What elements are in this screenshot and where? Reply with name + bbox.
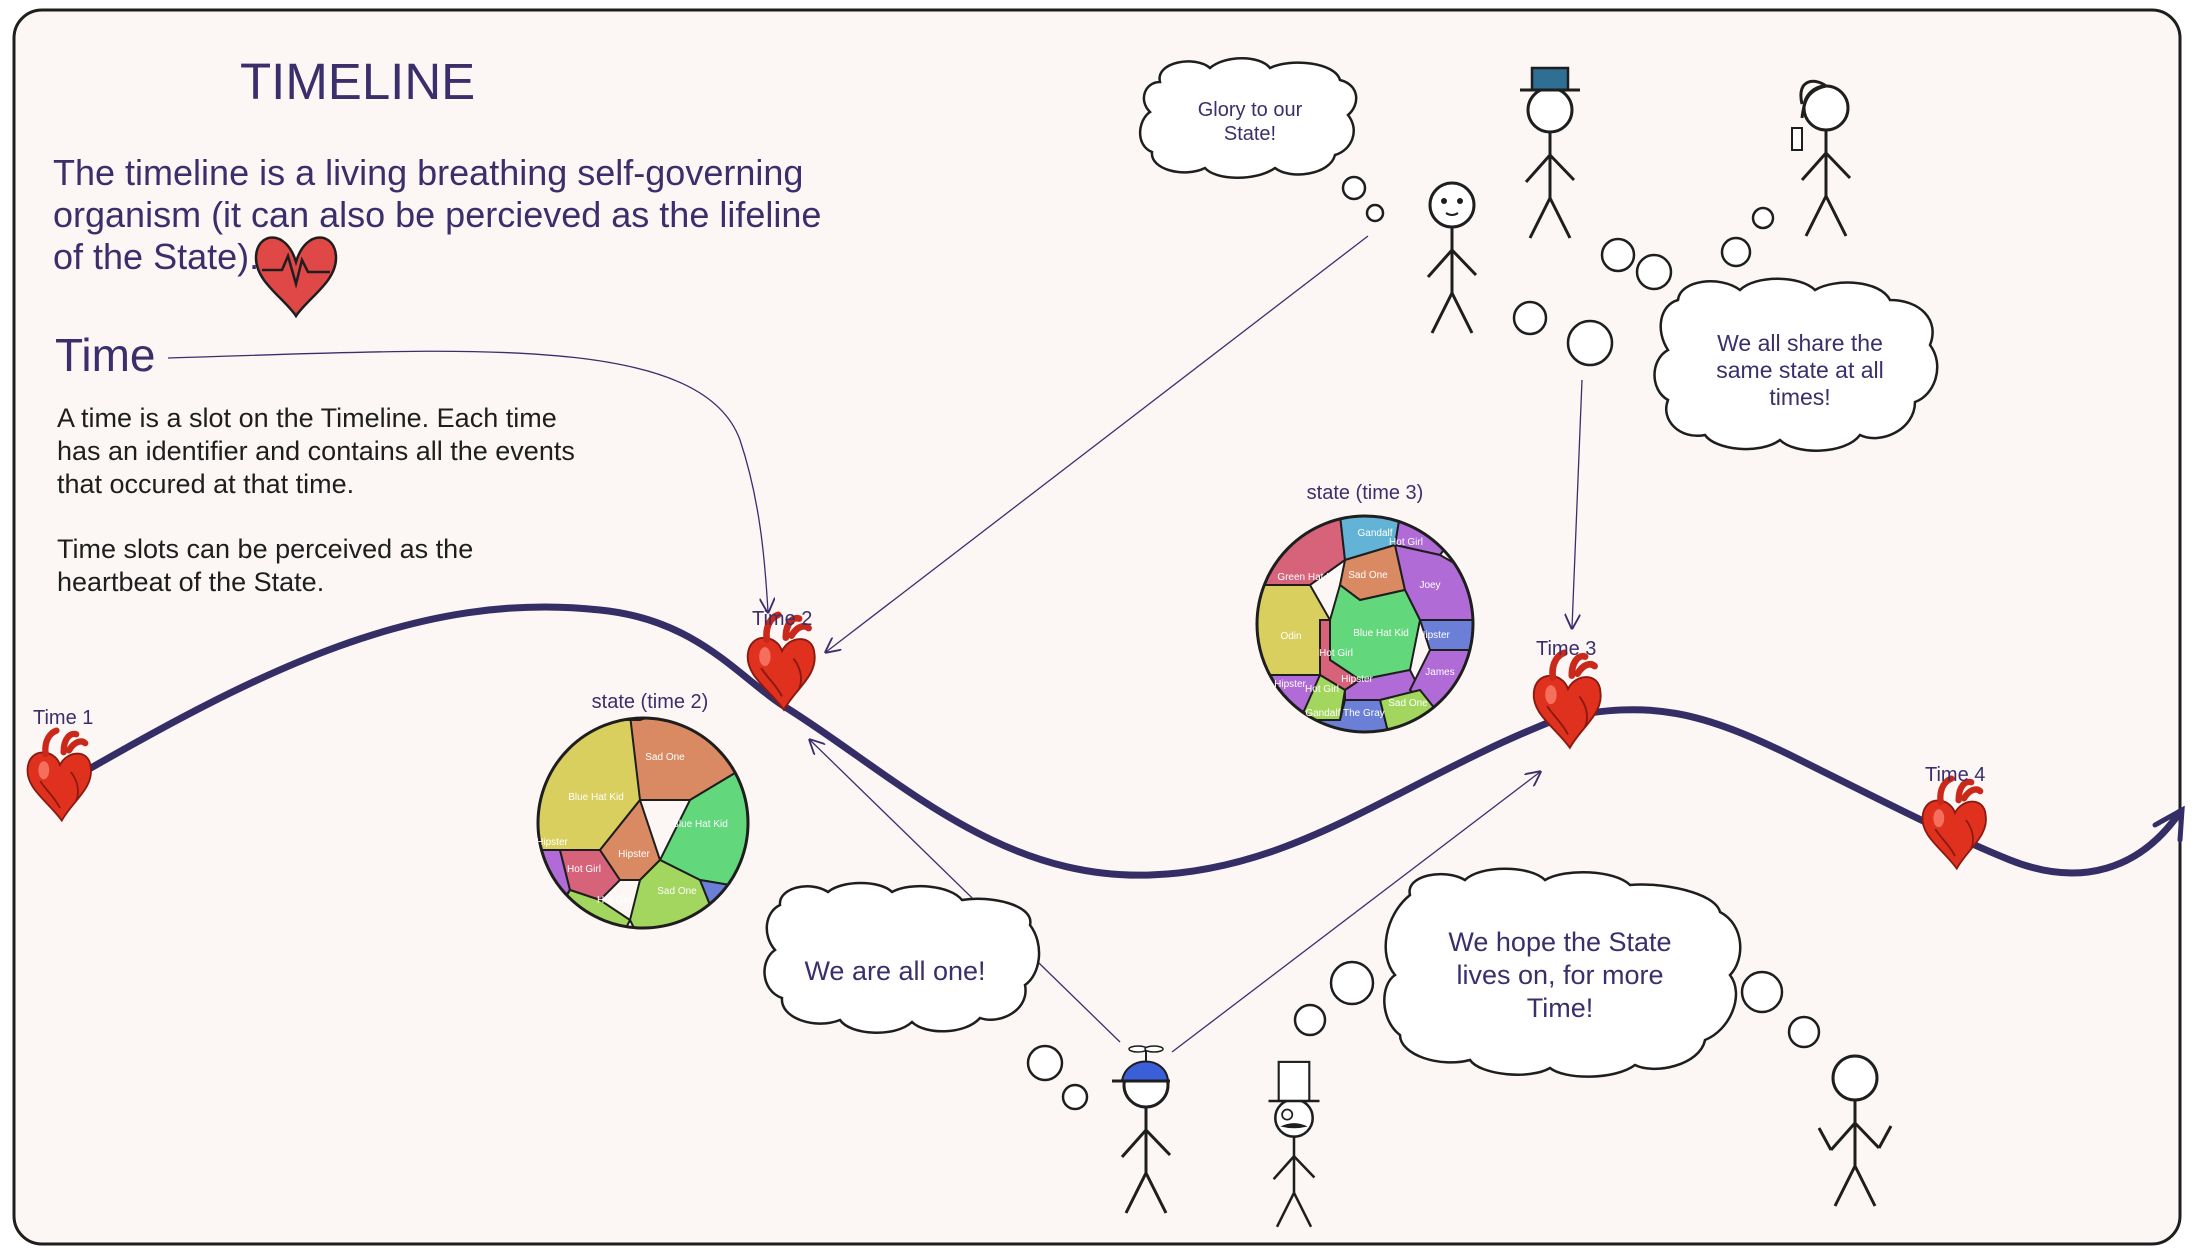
voronoi2-label-5: Hot Girl (567, 864, 601, 875)
time-description-p2: Time slots can be perceived as the heart… (57, 534, 474, 597)
voronoi3-label-0: Gandalf (1357, 528, 1392, 539)
stick-figure-phone (1791, 79, 1852, 238)
time-heading: Time (55, 329, 156, 381)
speech-share: We all share the same state at all times… (1716, 330, 1884, 410)
voronoi3-label-2: Green Hat Kid (1277, 572, 1340, 583)
time-label-1: Time 1 (33, 707, 93, 729)
arrow-glory-to-time2 (826, 235, 1369, 652)
arrow-kid-to-time3 (1171, 772, 1540, 1053)
voronoi2-label-7: Sad One (657, 886, 697, 897)
voronoi3-label-9: Hipster (1274, 679, 1306, 690)
state-label-time3: state (time 3) (1307, 482, 1424, 504)
speech-hope: We hope the State lives on, for more Tim… (1448, 927, 1672, 1023)
voronoi3-label-5: Odin (1280, 631, 1301, 642)
heartbeat-icon (254, 236, 338, 319)
cloud-glory (1138, 57, 1385, 223)
time-label-2: Time 2 (752, 608, 812, 630)
time-description: A time is a slot on the Timeline. Each t… (57, 402, 577, 599)
arrow-one-to-time2 (810, 740, 1121, 1043)
voronoi3-label-12: James (1425, 667, 1454, 678)
voronoi2-label-6: Hot Girl (597, 895, 631, 906)
voronoi3-label-7: Hot Girl (1319, 648, 1353, 659)
stick-figure-tophat (1268, 1060, 1320, 1229)
arrow-share-to-time3 (1572, 379, 1583, 628)
voronoi3-label-13: Sad One (1388, 698, 1428, 709)
time-description-p1: A time is a slot on the Timeline. Each t… (57, 403, 575, 499)
voronoi3-label-10: Hot Girl (1305, 684, 1339, 695)
voronoi3-label-4: Joey (1419, 580, 1440, 591)
voronoi3-label-6: Blue Hat Kid (1353, 628, 1409, 639)
cloud-hope (1293, 867, 1821, 1078)
stick-figure-propeller-kid (1112, 1045, 1172, 1215)
voronoi3-label-14: Gandalf The Gray (1305, 708, 1384, 719)
speech-glory: Glory to our State! (1197, 99, 1303, 145)
voronoi3-label-3: Sad One (1348, 570, 1388, 581)
voronoi3-label-11: Hipster (1341, 674, 1373, 685)
voronoi2-label-1: Blue Hat Kid (568, 792, 624, 803)
speech-one: We are all one! (804, 956, 986, 986)
timeline-arrowhead (2152, 805, 2185, 843)
stick-figure-glory (1426, 181, 1478, 335)
voronoi2-label-0: Sad One (645, 752, 685, 763)
page-title: TIMELINE (240, 53, 476, 110)
voronoi2-label-4: Hipster (618, 849, 650, 860)
voronoi2-label-2: Blue Hat Kid (672, 819, 728, 830)
cloud-one (763, 881, 1089, 1111)
stick-figure-hat (1520, 66, 1580, 240)
voronoi3-label-8: Hipster (1418, 630, 1450, 641)
voronoi3-label-1: Hot Girl (1389, 537, 1423, 548)
stick-figure-shrug (1817, 1054, 1893, 1208)
arrow-time-to-time2 (167, 350, 768, 612)
time-label-4: Time 4 (1925, 764, 1985, 786)
cloud-share (1512, 206, 1939, 452)
intro-text: The timeline is a living breathing self-… (53, 152, 822, 277)
voronoi2-label-3: Hipster (536, 837, 568, 848)
time-label-3: Time 3 (1536, 638, 1596, 660)
state-label-time2: state (time 2) (592, 691, 709, 713)
